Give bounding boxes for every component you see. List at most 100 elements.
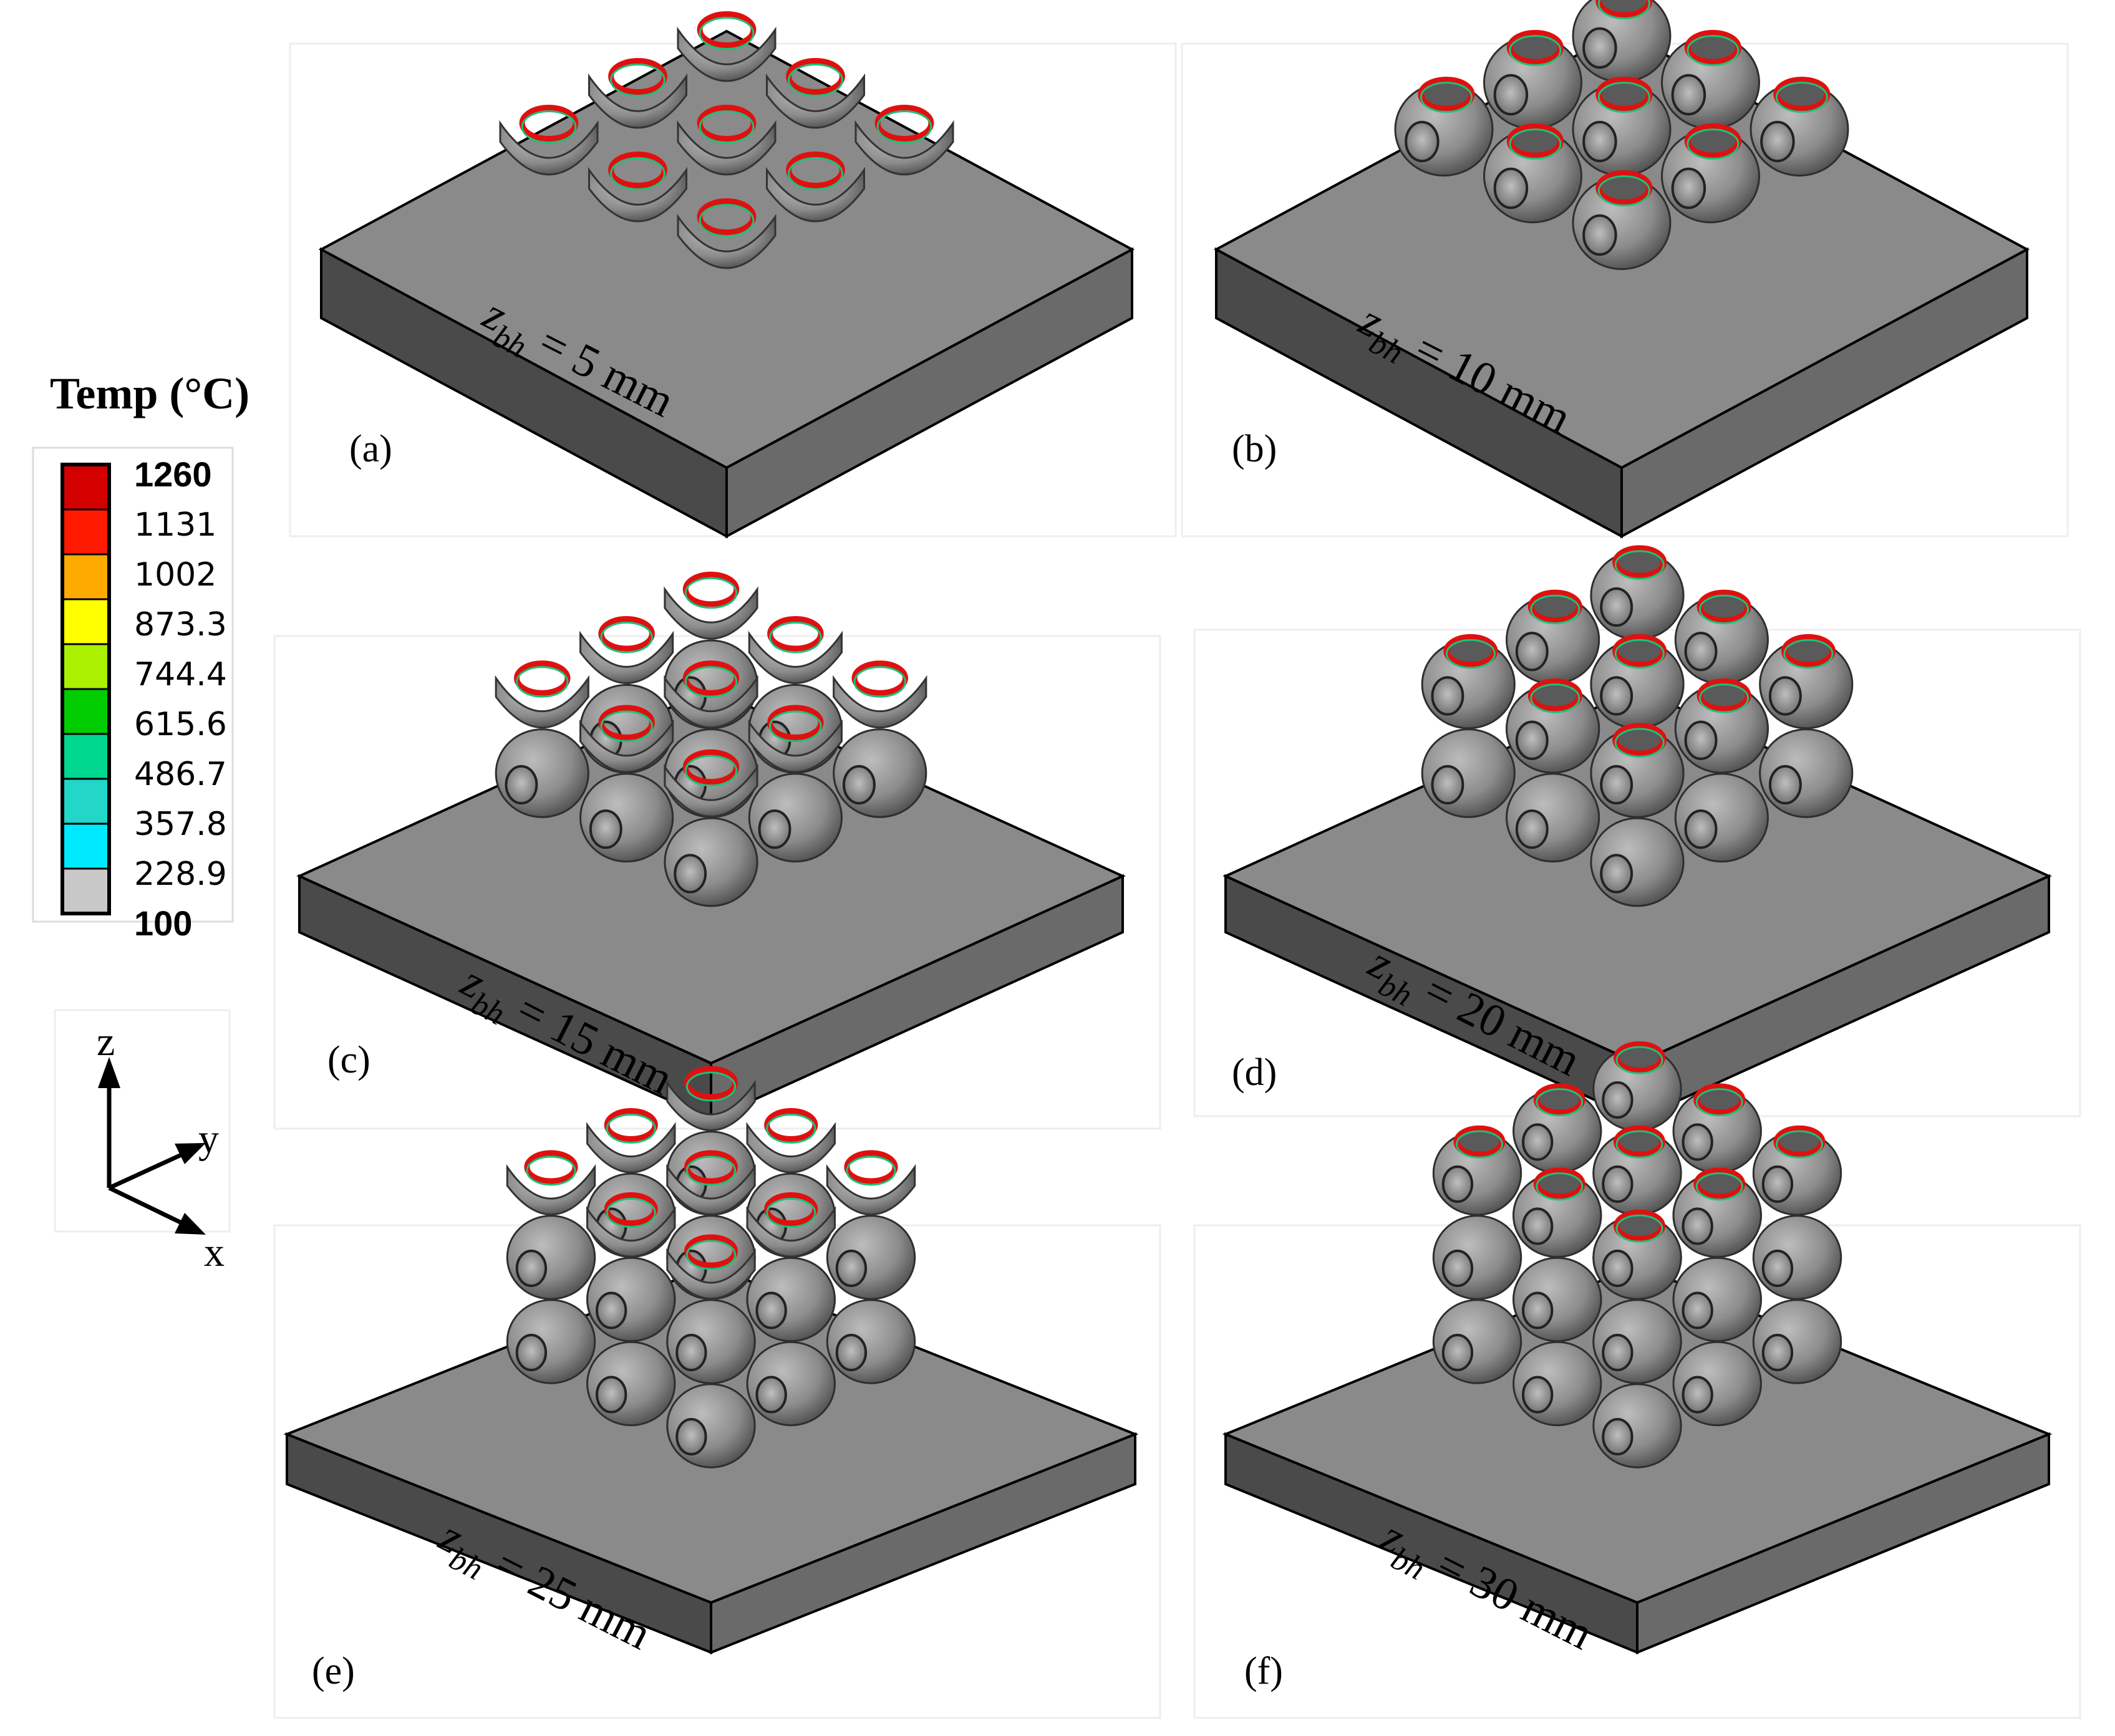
lattice-cell — [506, 1150, 596, 1215]
lattice-cell — [1674, 678, 1769, 774]
lattice-cell — [495, 660, 589, 729]
lattice-cell — [1421, 728, 1516, 818]
lattice-cell — [677, 105, 777, 176]
plate-top-face — [318, 29, 1135, 470]
lattice-cell — [1592, 1209, 1682, 1300]
lattice-cell — [666, 1383, 756, 1468]
lattice-cell — [586, 1256, 676, 1343]
lattice-cell — [1432, 1299, 1522, 1384]
lattice-cell — [826, 1215, 916, 1300]
lattice-cell — [664, 817, 758, 907]
lattice-cell — [1759, 634, 1854, 730]
legend-swatch — [61, 643, 110, 690]
lattice-cell — [746, 1256, 836, 1343]
lattice-cell — [588, 58, 687, 129]
lattice-cell — [588, 152, 687, 223]
lattice-cell — [1752, 1125, 1842, 1216]
lattice-structure — [1421, 545, 1854, 907]
legend-swatch — [61, 867, 110, 915]
lattice-cell — [1592, 1383, 1682, 1468]
lattice-cell — [1590, 817, 1685, 907]
legend-label: 744.4 — [134, 656, 227, 693]
legend-label: 615.6 — [134, 706, 227, 743]
legend-swatch — [61, 598, 110, 645]
lattice-cell — [677, 11, 777, 82]
lattice-cell — [746, 1192, 836, 1258]
legend-label: 228.9 — [134, 856, 227, 893]
lattice-cell — [826, 1150, 916, 1215]
lattice-cell — [854, 105, 954, 176]
lattice-cell — [579, 616, 674, 684]
lattice-cell — [766, 58, 865, 129]
lattice-cell — [664, 749, 758, 817]
legend-labels: 126011311002873.3744.4615.6486.7357.8228… — [134, 455, 227, 943]
legend-scale-outline — [60, 463, 111, 915]
lattice-cell — [1592, 1299, 1682, 1384]
lattice-structure — [506, 1066, 916, 1468]
panel-tag: (d) — [1232, 1051, 1277, 1094]
lattice-cell — [1592, 1125, 1682, 1216]
lattice-cell — [586, 1108, 676, 1174]
lattice-cell — [1572, 76, 1672, 177]
lattice-cell — [1592, 1041, 1682, 1132]
legend-label: 100 — [134, 904, 192, 943]
panel-b: zbh = 10 mm (b) — [1213, 0, 2030, 539]
lattice-cell — [1421, 634, 1516, 730]
lattice-cell — [1512, 1256, 1602, 1343]
lattice-cell — [826, 1299, 916, 1384]
legend-label: 357.8 — [134, 806, 227, 843]
substrate-plate — [318, 29, 1135, 539]
panel-tag: (c) — [327, 1039, 370, 1081]
legend-color-scale — [60, 463, 111, 915]
lattice-cell — [1572, 170, 1672, 271]
axis-y-label: y — [198, 1116, 219, 1162]
panel-e: zbh = 25 mm (e) — [283, 1066, 1139, 1692]
lattice-cell — [586, 1341, 676, 1427]
panel-d: zbh = 20 mm (d) — [1222, 545, 2052, 1122]
panel-f: zbh = 30 mm (f) — [1222, 1041, 2053, 1692]
lattice-cell — [1483, 29, 1582, 130]
lattice-cell — [666, 1150, 756, 1215]
lattice-cell — [1506, 589, 1600, 685]
lattice-structure — [495, 571, 927, 907]
legend-label: 1131 — [134, 506, 216, 544]
lattice-cell — [1506, 773, 1600, 863]
legend-label: 486.7 — [134, 756, 227, 793]
lattice-cell — [1672, 1256, 1762, 1343]
panel-tag: (e) — [312, 1650, 355, 1692]
lattice-cell — [664, 660, 758, 729]
lattice-cell — [579, 705, 674, 773]
lattice-cell — [1661, 123, 1760, 224]
legend-label: 1260 — [134, 455, 212, 494]
legend-label: 873.3 — [134, 606, 227, 644]
lattice-cell — [1661, 29, 1760, 130]
lattice-cell — [506, 1299, 596, 1384]
lattice-cell — [1590, 545, 1685, 640]
legend-swatch — [61, 688, 110, 735]
lattice-cell — [748, 705, 843, 773]
lattice-cell — [1759, 728, 1854, 818]
panel-tag: (f) — [1244, 1650, 1283, 1692]
lattice-cell — [833, 660, 927, 729]
lattice-cell — [1672, 1341, 1762, 1427]
lattice-cell — [586, 1192, 676, 1258]
lattice-cell — [664, 571, 758, 640]
lattice-cell — [746, 1341, 836, 1427]
legend-swatch — [61, 733, 110, 780]
lattice-cell — [579, 773, 674, 863]
legend-swatch — [61, 553, 110, 600]
lattice-cell — [1674, 773, 1769, 863]
lattice-cell — [1752, 1215, 1842, 1300]
legend-swatch — [61, 778, 110, 825]
temperature-legend: Temp (°C) 126011311002873.3744.4615.6486… — [32, 369, 249, 943]
lattice-structure — [499, 11, 954, 269]
lattice-cell — [666, 1234, 756, 1300]
lattice-cell — [833, 728, 927, 818]
lattice-cell — [1672, 1083, 1762, 1174]
lattice-cell — [666, 1066, 756, 1131]
lattice-cell — [666, 1299, 756, 1384]
lattice-cell — [677, 198, 777, 269]
lattice-cell — [506, 1215, 596, 1300]
lattice-cell — [1483, 123, 1582, 224]
